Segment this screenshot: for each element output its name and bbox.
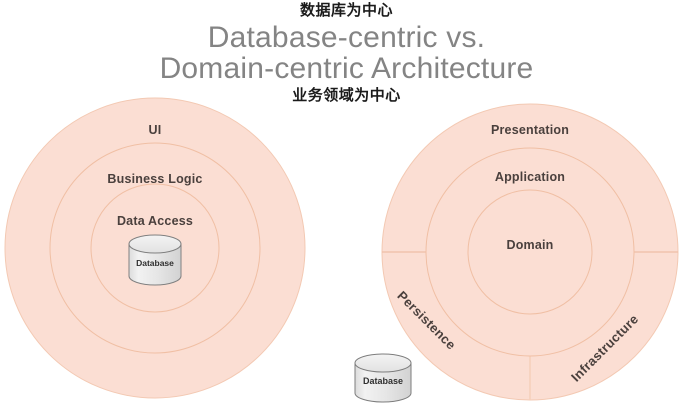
page-title-line-2: Domain-centric Architecture [159, 52, 534, 85]
label-presentation: Presentation [490, 123, 570, 137]
label-database-left: Database [136, 258, 174, 268]
right-ring-inner-domain [467, 189, 593, 315]
page-title: Database-centric vs. Domain-centric Arch… [0, 22, 693, 84]
bottom-database-cylinder [354, 353, 412, 403]
label-database-bottom: Database [362, 376, 404, 386]
label-ui: UI [148, 123, 162, 137]
label-domain: Domain [506, 238, 554, 252]
annotation-domain-centric: 业务领域为中心 [292, 86, 401, 104]
left-database-cylinder [128, 234, 182, 286]
label-business-logic: Business Logic [107, 172, 203, 186]
annotation-database-centric: 数据库为中心 [299, 1, 393, 19]
label-data-access: Data Access [116, 214, 194, 228]
label-application: Application [494, 170, 566, 184]
page-title-line-1: Database-centric vs. [207, 21, 486, 54]
right-circle-group [381, 103, 679, 401]
